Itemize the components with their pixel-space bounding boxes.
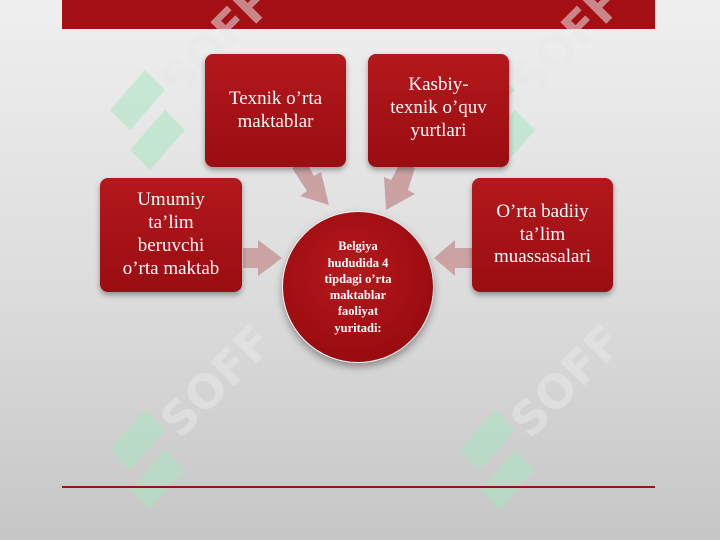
box-vocational-schools-label: Kasbiy- texnik o’quv yurtlari bbox=[390, 74, 487, 141]
arrow-from-box-2 bbox=[292, 160, 329, 205]
box-art-schools-label: O’rta badiiy ta’lim muassasalari bbox=[493, 200, 592, 268]
box-technical-schools-label: Texnik o’rta maktablar bbox=[228, 88, 323, 132]
center-circle-label: Belgiya hududida 4 tipdagi o’rta maktabl… bbox=[324, 239, 392, 335]
box-art-schools: O’rta badiiy ta’lim muassasalari bbox=[472, 178, 613, 292]
box-technical-schools: Texnik o’rta maktablar bbox=[205, 54, 346, 167]
arrow-from-box-4 bbox=[434, 240, 472, 276]
watermark-logo-icon: SOFF bbox=[110, 320, 283, 510]
watermark-logo-icon: SOFF bbox=[460, 320, 633, 510]
title-bar bbox=[62, 0, 655, 29]
arrow-from-box-3 bbox=[384, 160, 415, 210]
box-vocational-schools: Kasbiy- texnik o’quv yurtlari bbox=[368, 54, 509, 167]
box-general-school-label: Umumiy ta’lim beruvchi o’rta maktab bbox=[122, 189, 220, 279]
arrow-from-box-1 bbox=[243, 240, 282, 276]
box-general-school: Umumiy ta’lim beruvchi o’rta maktab bbox=[100, 178, 242, 292]
center-circle: Belgiya hududida 4 tipdagi o’rta maktabl… bbox=[282, 211, 434, 363]
bottom-divider bbox=[62, 486, 655, 488]
